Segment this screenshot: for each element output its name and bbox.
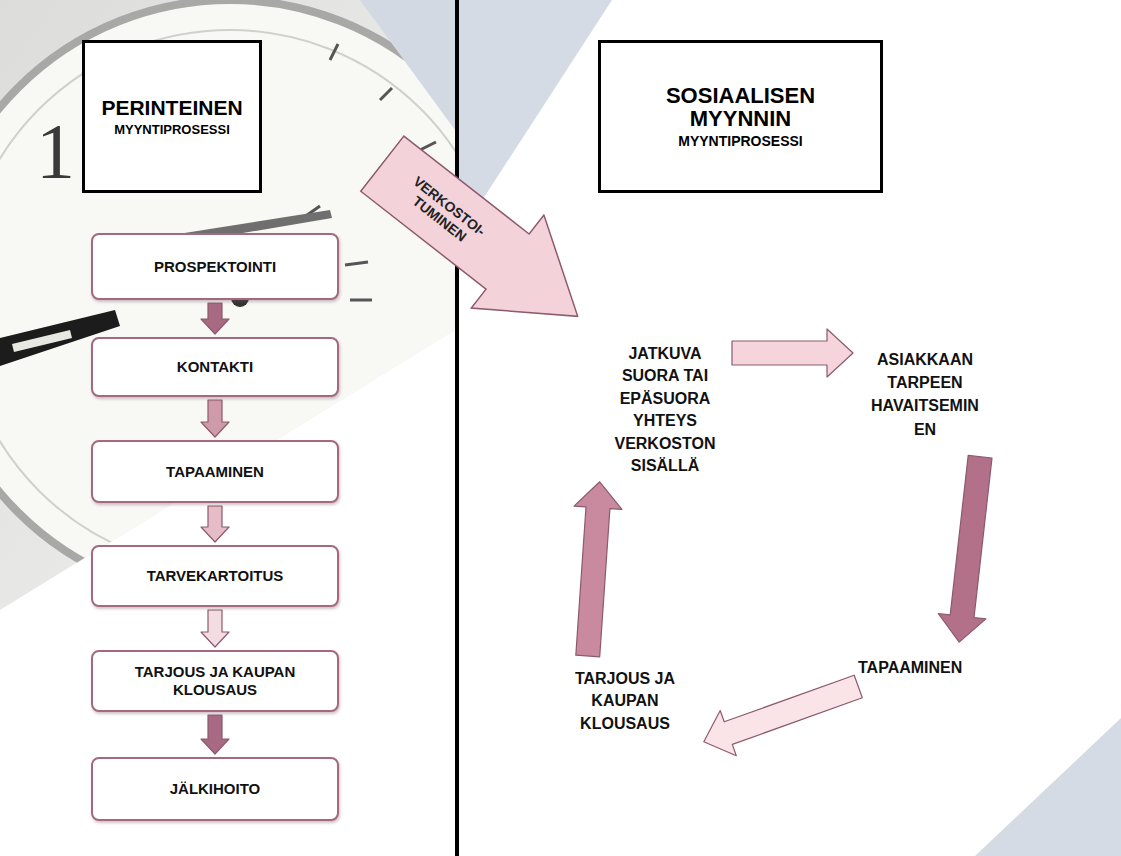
process-box: TAPAAMINEN <box>91 440 339 503</box>
node-text: PROSPEKTOINTI <box>154 258 276 276</box>
cycle-step: JATKUVA SUORA TAI EPÄSUORA YHTEYS VERKOS… <box>600 335 730 485</box>
flow-arrow <box>201 400 229 437</box>
node-text: JATKUVA SUORA TAI EPÄSUORA YHTEYS VERKOS… <box>608 343 722 477</box>
node-subtitle: MYYNTIPROSESSI <box>678 133 802 150</box>
heading-box: PERINTEINEN MYYNTIPROSESSI <box>82 40 262 193</box>
flow-arrow <box>201 303 229 334</box>
node-text: SOSIAALISEN MYYNNIN <box>641 84 841 130</box>
clock-numeral: 1 <box>36 112 75 190</box>
node-text: TAPAAMINEN <box>858 658 962 677</box>
heading-box: SOSIAALISEN MYYNNIN MYYNTIPROSESSI <box>598 40 883 193</box>
flow-arrow <box>574 482 622 657</box>
node-text: PERINTEINEN <box>101 96 242 119</box>
node-text: KONTAKTI <box>177 358 253 376</box>
process-box: TARJOUS JA KAUPAN KLOUSAUS <box>91 650 339 712</box>
node-text: TARVEKARTOITUS <box>147 567 284 585</box>
node-text: ASIAKKAAN TARPEEN HAVAITSEMIN EN <box>863 348 987 441</box>
node-text: JÄLKIHOITO <box>170 780 261 798</box>
process-box: JÄLKIHOITO <box>91 757 339 821</box>
cycle-step: TARJOUS JA KAUPAN KLOUSAUS <box>550 660 700 743</box>
flow-arrow <box>938 455 992 642</box>
cycle-step: ASIAKKAAN TARPEEN HAVAITSEMIN EN <box>855 340 995 449</box>
node-text: TARJOUS JA KAUPAN KLOUSAUS <box>558 668 692 735</box>
flow-arrow <box>704 675 863 756</box>
flow-arrow <box>201 506 229 542</box>
process-box: PROSPEKTOINTI <box>91 233 339 300</box>
block-arrow-outline <box>346 117 614 363</box>
clock-photo <box>0 0 530 610</box>
cycle-step: TAPAAMINEN <box>850 650 970 685</box>
process-box: TARVEKARTOITUS <box>91 545 339 607</box>
flow-arrow <box>732 329 853 377</box>
node-subtitle: MYYNTIPROSESSI <box>114 122 230 138</box>
flow-arrow <box>201 715 229 754</box>
node-text: TAPAAMINEN <box>166 463 264 481</box>
process-box: KONTAKTI <box>91 337 339 397</box>
node-text: TARJOUS JA KAUPAN KLOUSAUS <box>131 663 299 699</box>
flow-arrow <box>201 610 229 647</box>
